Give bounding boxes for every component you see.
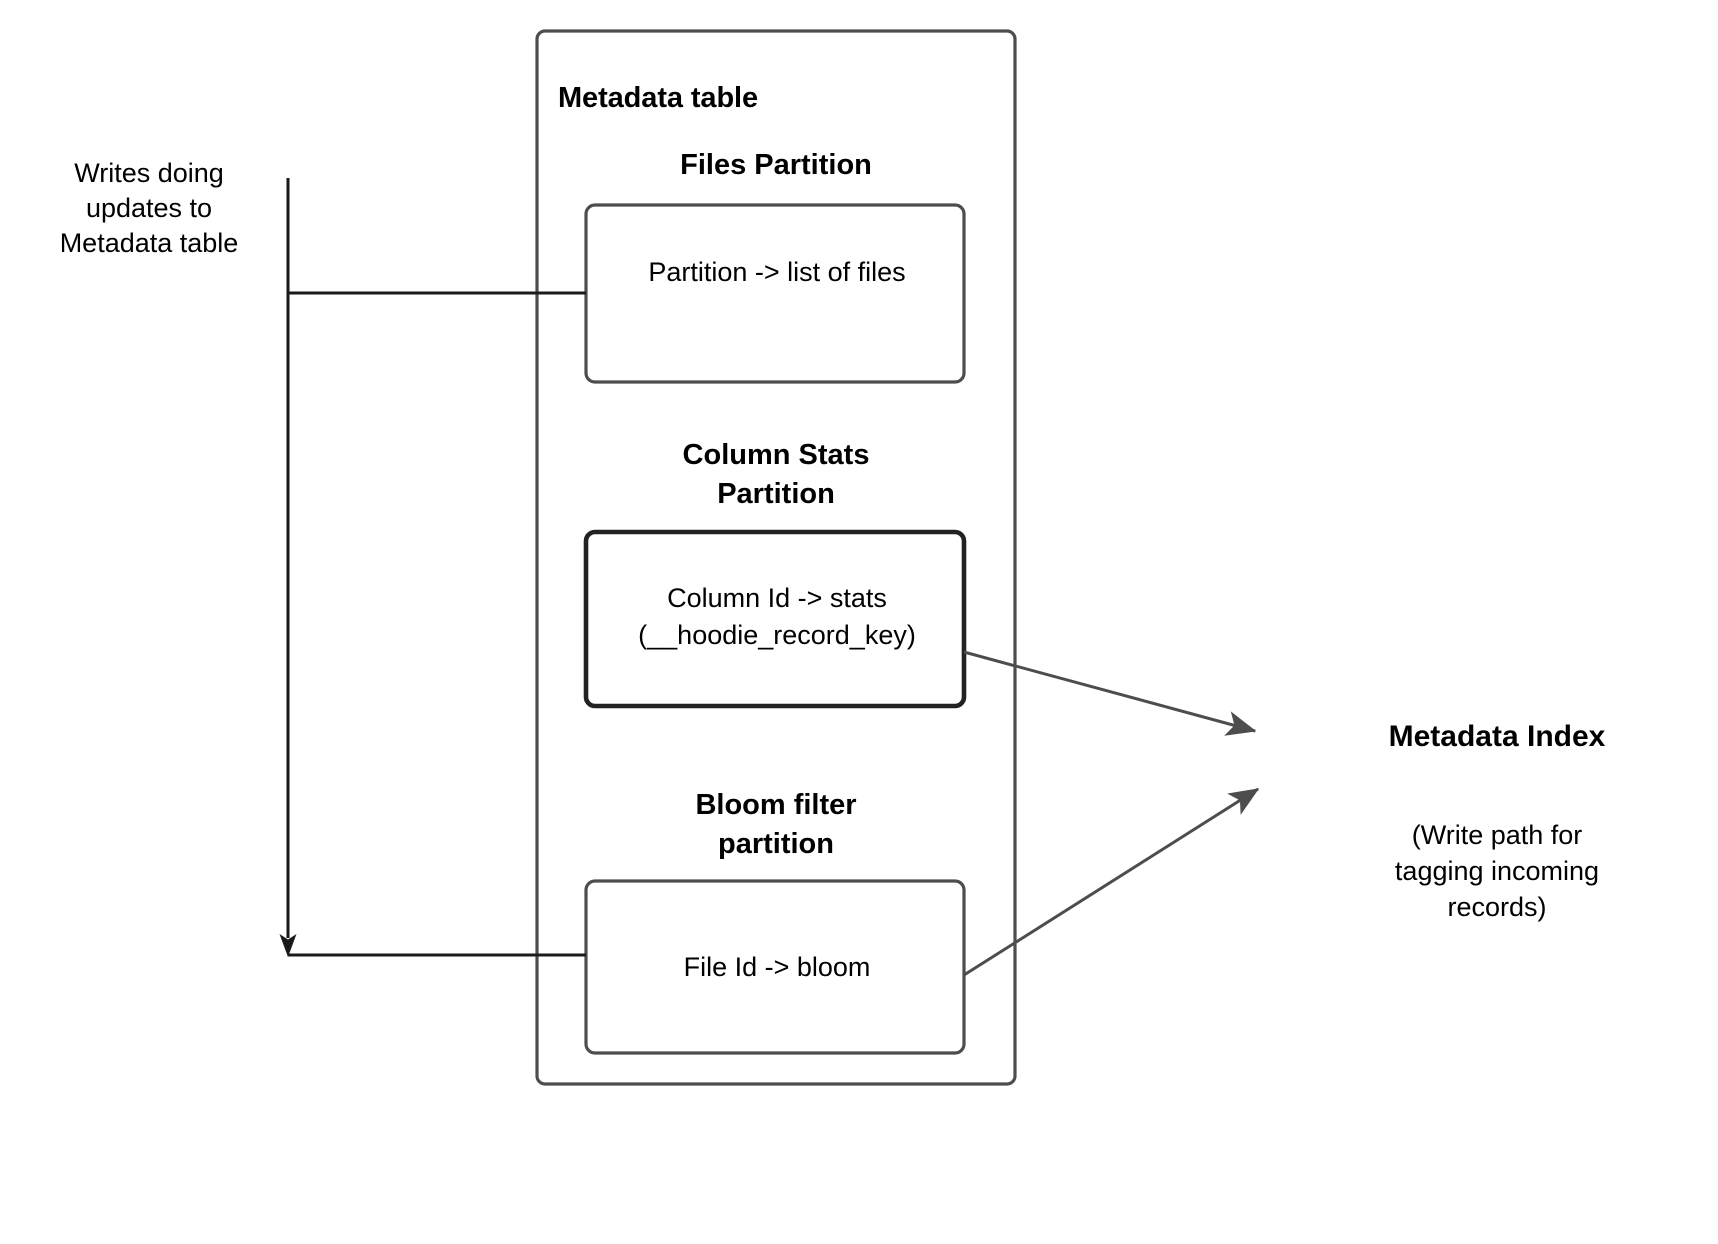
bloom-filter-partition-heading: Bloom filter partition [695,789,857,860]
writes-annotation-label: Writes doing updates to Metadata table [59,158,239,259]
files-partition-box [584,203,966,384]
writes-trunk-arrowhead [279,934,297,957]
metadata-index-note: (Write path for tagging incoming records… [1394,820,1600,922]
files-partition-box-text: Partition -> list of files [648,257,906,287]
metadata-index-title: Metadata Index [1388,720,1606,753]
bloom-filter-partition-box-text: File Id -> bloom [683,952,871,982]
metadata-table-container [535,29,1017,1086]
column-stats-partition-heading: Column Stats Partition [682,439,870,510]
bloom-to-metadata-index-arrow [963,787,1260,977]
column-stats-to-metadata-index-arrow [963,650,1257,736]
metadata-table-title: Metadata table [558,82,759,114]
column-stats-partition-box-text: Column Id -> stats (__hoodie_record_key) [638,583,916,651]
files-partition-heading: Files Partition [680,149,872,181]
